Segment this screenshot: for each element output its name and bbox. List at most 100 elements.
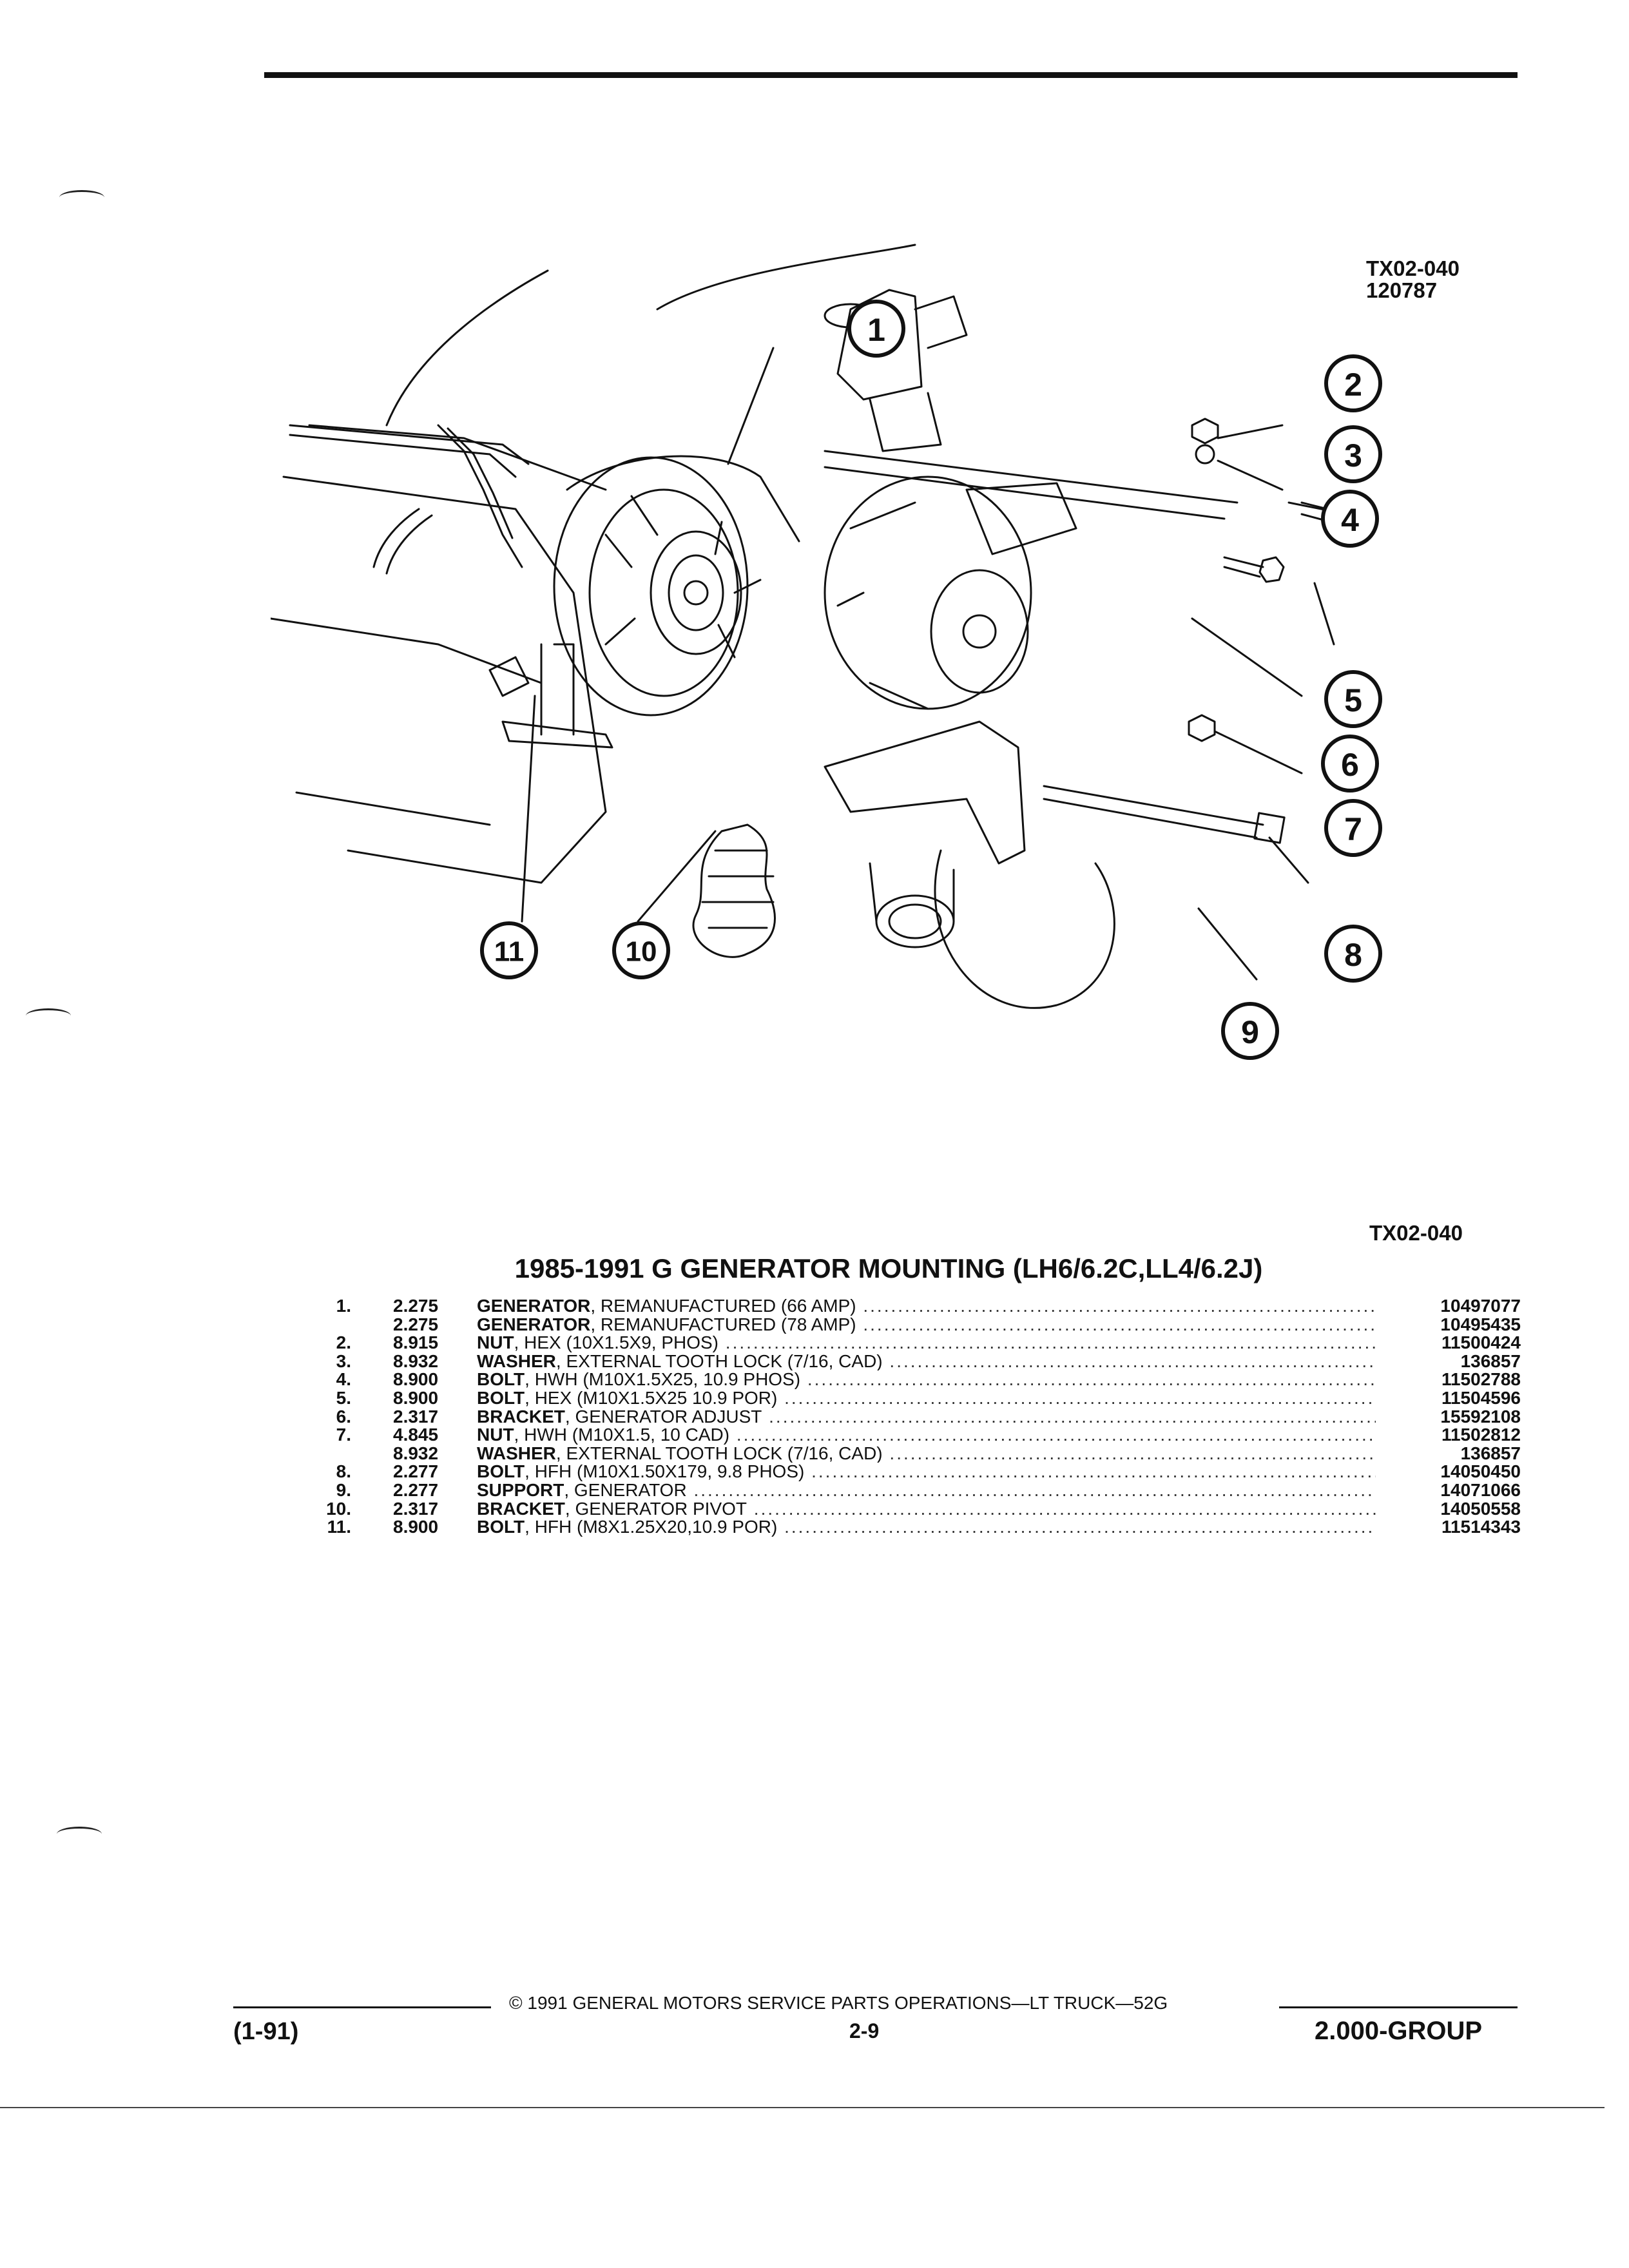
callout-circle-10 [612,921,670,979]
part-spec: , EXTERNAL TOOTH LOCK (7/16, CAD) [555,1352,883,1371]
callout-circle-7 [1324,799,1382,857]
bottom-rule [0,2107,1605,2108]
fuel-line [289,424,530,465]
parts-row: 7. 4.845 NUT, HWH (M10X1.5, 10 CAD) ......… [316,1426,1521,1445]
footer-rule-left [233,2006,491,2008]
part-number: 10495435 [1440,1314,1521,1334]
scan-mark [59,190,104,205]
scan-mark [57,1827,102,1841]
footer-page-number: 2-9 [849,2019,880,2042]
leader-dots: ........................................… [863,1315,1376,1334]
part-spec: , GENERATOR ADJUST [564,1407,762,1427]
part-number: 14050558 [1440,1498,1521,1519]
parts-row: 10. 2.317 BRACKET, GENERATOR PIVOT .......… [316,1498,1521,1519]
footer-rule-right [1279,2006,1518,2008]
part-description: WASHER, EXTERNAL TOOTH LOCK (7/16, CAD) … [477,1352,1376,1371]
part-name: GENERATOR [477,1315,591,1334]
leader-10 [637,830,717,923]
part-number: 14050450 [1440,1461,1521,1482]
part-name: WASHER [477,1352,556,1371]
part-spec: , HFH (M10X1.50X179, 9.8 PHOS) [525,1463,805,1481]
part-name: NUT [477,1426,514,1445]
callout-circle-5 [1324,670,1382,728]
item-number: 11. [327,1517,351,1537]
catalog-group: 4.845 [393,1425,439,1445]
parts-row: 1. 2.275 GENERATOR, REMANUFACTURED (66 AMP… [316,1296,1521,1316]
leader-dots: ........................................… [693,1481,1376,1500]
leader-dots: ........................................… [784,1389,1376,1408]
part-name: GENERATOR [477,1297,591,1316]
item-number: 6. [336,1406,351,1427]
callout-2: 2 [1344,367,1362,403]
part-spec: , GENERATOR PIVOT [564,1499,747,1519]
catalog-group: 8.900 [393,1369,439,1390]
catalog-group: 2.277 [393,1479,439,1500]
callout-3: 3 [1344,437,1362,474]
leader-1 [727,347,775,465]
pivot-bracket [501,720,613,749]
support-bracket [824,720,1026,865]
leader-7 [1213,730,1303,774]
part-name: SUPPORT [477,1481,564,1500]
part-description: GENERATOR, REMANUFACTURED (66 AMP) .....… [477,1297,1376,1316]
part-number: 11502812 [1441,1425,1521,1445]
catalog-group: 8.900 [393,1517,439,1537]
item-number: 3. [336,1350,351,1371]
part-number: 11502788 [1441,1369,1521,1390]
callout-4: 4 [1341,502,1359,538]
adjust-bracket [965,482,1077,555]
part-name: BRACKET [477,1499,565,1519]
leader-8 [1268,836,1309,884]
figure-code: TX02-040 [1366,256,1460,280]
generator-illustration [553,455,800,716]
callout-10: 10 [626,936,657,968]
catalog-group: 8.932 [393,1443,439,1463]
leader-dots: ........................................… [769,1407,1376,1427]
callout-11: 11 [494,936,525,968]
catalog-group: 2.317 [393,1498,439,1519]
item-number: 7. [336,1425,351,1445]
part-spec: , GENERATOR [564,1481,687,1500]
leader-dots: ........................................… [736,1426,1376,1445]
part-number: 15592108 [1440,1406,1521,1427]
leader-9 [1197,907,1258,981]
part-name: BOLT [477,1463,525,1481]
part-description: BOLT, HEX (M10X1.5X25 10.9 POR) ........… [477,1389,1376,1408]
engine-block-outline [282,476,607,884]
item-number: 9. [336,1479,351,1500]
catalog-group: 2.275 [393,1296,439,1316]
leader-3 [1217,459,1284,491]
catalog-group: 8.900 [393,1387,439,1408]
lower-pulley [934,849,1115,1009]
callout-circle-4 [1321,490,1379,548]
leader-dots: ........................................… [725,1334,1376,1352]
callout-circle-8 [1324,925,1382,983]
parts-list: 1. 2.275 GENERATOR, REMANUFACTURED (66 AMP… [316,1296,1521,1537]
catalog-group: 2.277 [393,1461,439,1482]
leader-11 [521,695,536,923]
part-name: BOLT [477,1389,525,1408]
part-description: SUPPORT, GENERATOR .....................… [477,1481,1376,1500]
leader-dots: ........................................… [807,1370,1376,1389]
part-description: BRACKET, GENERATOR PIVOT ...............… [477,1500,1376,1519]
leader-6 [1191,617,1303,697]
figure-bottom-code: TX02-040 [1369,1221,1463,1245]
part-number: 11504596 [1441,1387,1521,1408]
generator-mounting-illustration: 1 2 3 4 5 6 7 8 9 10 11 [271,244,1382,1060]
leader-dots: ........................................… [863,1297,1376,1316]
item-number: 1. [336,1296,351,1316]
leader-dots: ........................................… [753,1499,1376,1519]
part-description: BOLT, HFH (M10X1.50X179, 9.8 PHOS) .....… [477,1463,1376,1481]
part-name: BRACKET [477,1407,565,1427]
part-spec: , HWH (M10X1.5, 10 CAD) [514,1426,730,1445]
leader-dots: ........................................… [889,1352,1376,1371]
item-number: 10. [326,1498,351,1519]
part-number: 10497077 [1440,1296,1521,1316]
part-name: BOLT [477,1518,525,1537]
parts-row: 9. 2.277 SUPPORT, GENERATOR ..............… [316,1481,1521,1500]
